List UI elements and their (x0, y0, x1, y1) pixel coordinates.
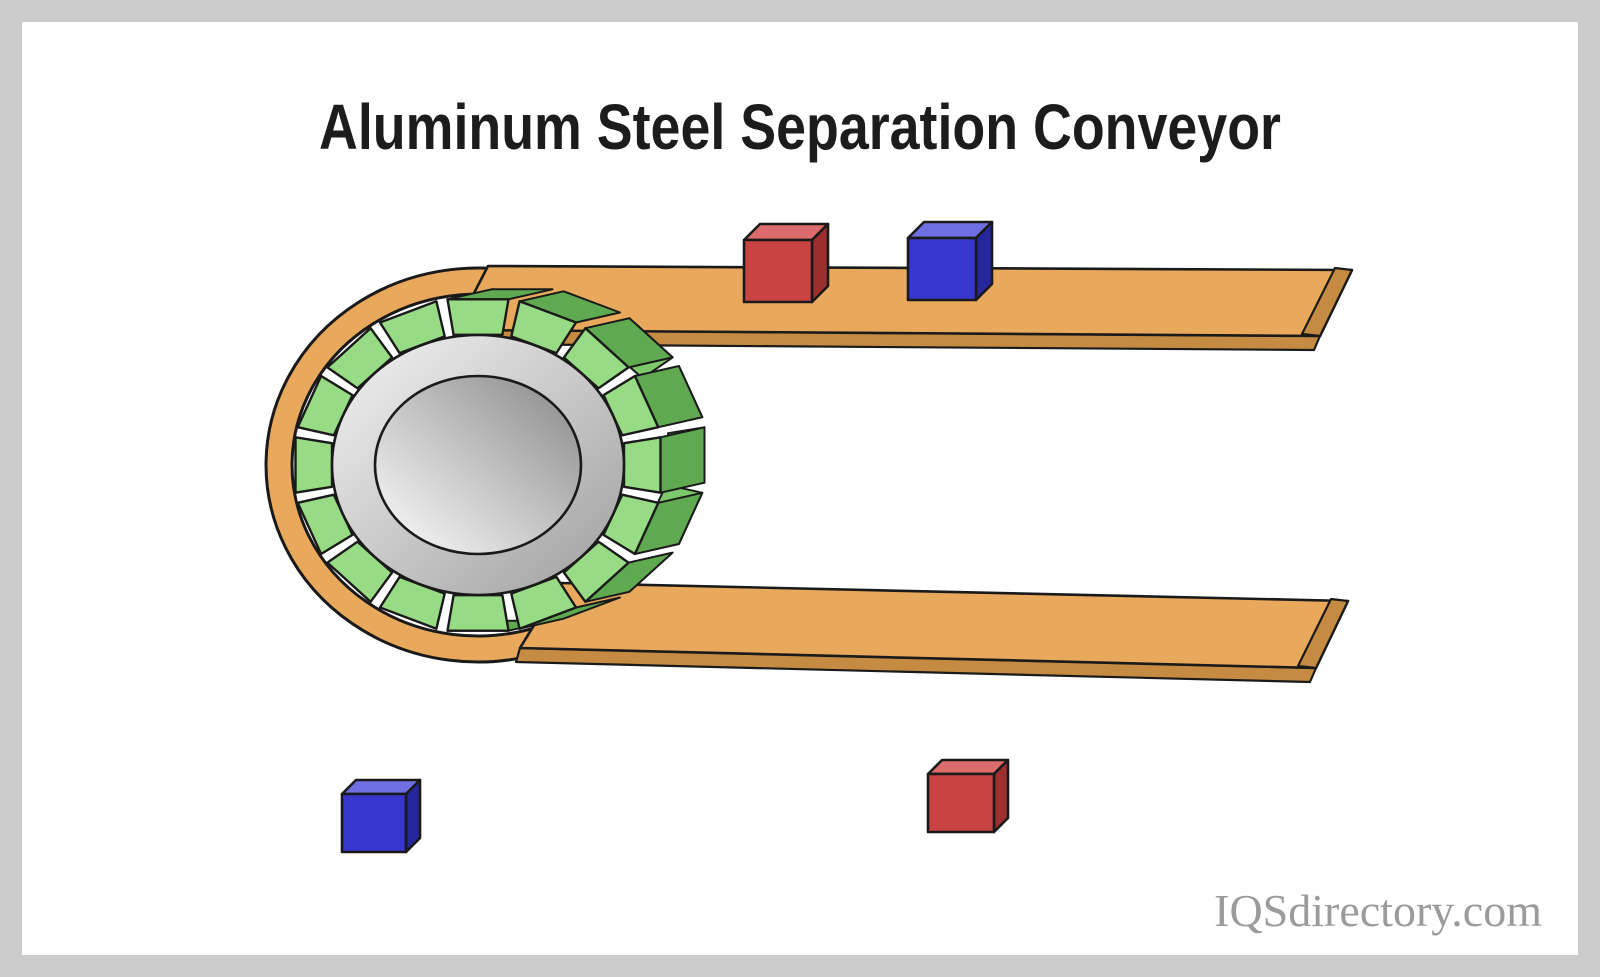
bottom-belt (514, 581, 1350, 684)
magnet-segment (378, 575, 446, 630)
blue-cube-front-face (340, 792, 408, 854)
magnet-segment (510, 300, 578, 355)
page-title: Aluminum Steel Separation Conveyor (319, 91, 1281, 163)
magnet-segment (602, 374, 660, 437)
drum-core (330, 333, 626, 597)
magnet-segment (622, 436, 662, 494)
drum-outer-edge (330, 333, 626, 597)
magnet-segment (326, 327, 394, 390)
magnet-segment (378, 300, 446, 355)
magnet-side-face (659, 426, 706, 494)
blue-cube-side-face (404, 778, 422, 854)
belt-loop-surface (267, 269, 550, 661)
bottom-belt-end-face (1296, 597, 1350, 670)
red-cube-front-face (742, 238, 814, 304)
blue-cube-falling (340, 778, 422, 854)
magnet-segment (296, 374, 354, 437)
drum-inner-edge (373, 374, 583, 556)
magnet-segment (294, 436, 334, 494)
drum-shell-ring (332, 335, 624, 595)
drum-hollow-center (375, 376, 581, 554)
magnet-segment (296, 493, 354, 556)
blue-cube-front-face (906, 236, 978, 302)
top-belt-end-face (1300, 266, 1354, 338)
magnet-segment (510, 575, 578, 630)
magnet-rotor (294, 298, 662, 632)
belt-loop (264, 266, 551, 664)
blue-cube-on-belt (906, 220, 994, 302)
red-cube-side-face (992, 758, 1010, 834)
magnet-segment (602, 493, 660, 556)
red-cube-front-face (926, 772, 996, 834)
magnet-segment (562, 327, 630, 390)
red-cube-on-belt (742, 222, 830, 304)
red-cube-ejected (926, 758, 1010, 834)
magnet-segment (446, 298, 510, 336)
watermark: IQSdirectory.com (1214, 885, 1542, 936)
magnet-segment (562, 540, 630, 603)
magnet-segment (326, 540, 394, 603)
magnet-segment (446, 594, 510, 632)
top-belt (449, 264, 1354, 352)
